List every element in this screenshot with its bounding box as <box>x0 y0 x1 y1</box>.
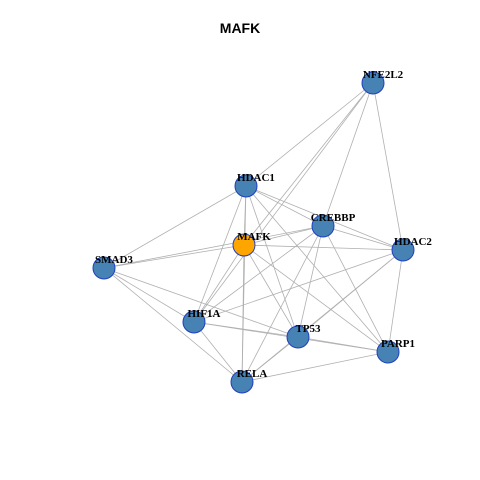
node-label-parp1: PARP1 <box>381 338 415 350</box>
edge-mafk-smad3 <box>103 244 245 269</box>
edge-hdac1-tp53 <box>245 185 299 338</box>
edge-parp1-rela <box>241 351 389 383</box>
node-crebbp: CREBBP <box>311 212 356 238</box>
edge-hdac1-smad3 <box>103 185 247 269</box>
node-hif1a: HIF1A <box>182 308 221 334</box>
node-hdac2: HDAC2 <box>391 236 432 262</box>
node-circle-mafk <box>232 233 256 257</box>
node-label-crebbp: CREBBP <box>311 212 356 224</box>
node-parp1: PARP1 <box>376 338 415 364</box>
edge-hif1a-rela <box>193 321 243 383</box>
node-nfe2l2: NFE2L2 <box>361 69 404 95</box>
edge-mafk-parp1 <box>243 244 389 353</box>
edge-nfe2l2-hif1a <box>193 82 374 323</box>
edge-smad3-rela <box>103 267 243 383</box>
edge-tp53-rela <box>241 336 299 383</box>
node-circle-crebbp <box>311 214 335 238</box>
node-label-rela: RELA <box>237 368 268 380</box>
edge-layer <box>103 82 404 383</box>
edge-nfe2l2-mafk <box>243 82 374 246</box>
node-circle-hdac1 <box>234 174 258 198</box>
node-circle-hdac2 <box>391 238 415 262</box>
chart-title: MAFK <box>219 20 261 36</box>
edge-crebbp-smad3 <box>103 225 324 269</box>
node-label-smad3: SMAD3 <box>95 254 133 266</box>
edge-hdac1-hif1a <box>193 185 247 323</box>
node-circle-rela <box>230 370 254 394</box>
node-mafk: MAFK <box>232 231 271 257</box>
node-circle-smad3 <box>92 256 116 280</box>
edge-mafk-hif1a <box>193 244 245 323</box>
node-circle-tp53 <box>286 325 310 349</box>
edge-mafk-rela <box>241 244 245 383</box>
edge-mafk-hdac2 <box>243 244 404 251</box>
node-label-tp53: TP53 <box>295 323 321 335</box>
edge-hdac1-crebbp <box>245 185 324 227</box>
node-circle-hif1a <box>182 310 206 334</box>
edge-nfe2l2-hdac2 <box>372 82 404 251</box>
node-circle-nfe2l2 <box>361 71 385 95</box>
node-smad3: SMAD3 <box>92 254 133 280</box>
node-hdac1: HDAC1 <box>234 172 275 198</box>
edge-hdac2-hif1a <box>193 249 404 323</box>
node-circle-parp1 <box>376 340 400 364</box>
node-label-hdac1: HDAC1 <box>237 172 275 184</box>
edge-hdac1-parp1 <box>245 185 389 353</box>
node-label-mafk: MAFK <box>237 231 271 243</box>
node-label-nfe2l2: NFE2L2 <box>363 69 404 81</box>
edge-mafk-tp53 <box>243 244 299 338</box>
node-rela: RELA <box>230 368 268 394</box>
edge-hdac2-parp1 <box>387 249 404 353</box>
edge-tp53-parp1 <box>297 336 389 353</box>
edge-nfe2l2-hdac1 <box>245 82 374 187</box>
node-tp53: TP53 <box>286 323 321 349</box>
edge-crebbp-mafk <box>243 225 324 246</box>
edge-crebbp-hdac2 <box>322 225 404 251</box>
edge-nfe2l2-crebbp <box>322 82 374 227</box>
edge-smad3-tp53 <box>103 267 299 338</box>
edge-crebbp-hif1a <box>193 225 324 323</box>
node-label-hif1a: HIF1A <box>188 308 221 320</box>
edge-smad3-hif1a <box>103 267 195 323</box>
node-label-hdac2: HDAC2 <box>394 236 432 248</box>
edge-crebbp-rela <box>241 225 324 383</box>
